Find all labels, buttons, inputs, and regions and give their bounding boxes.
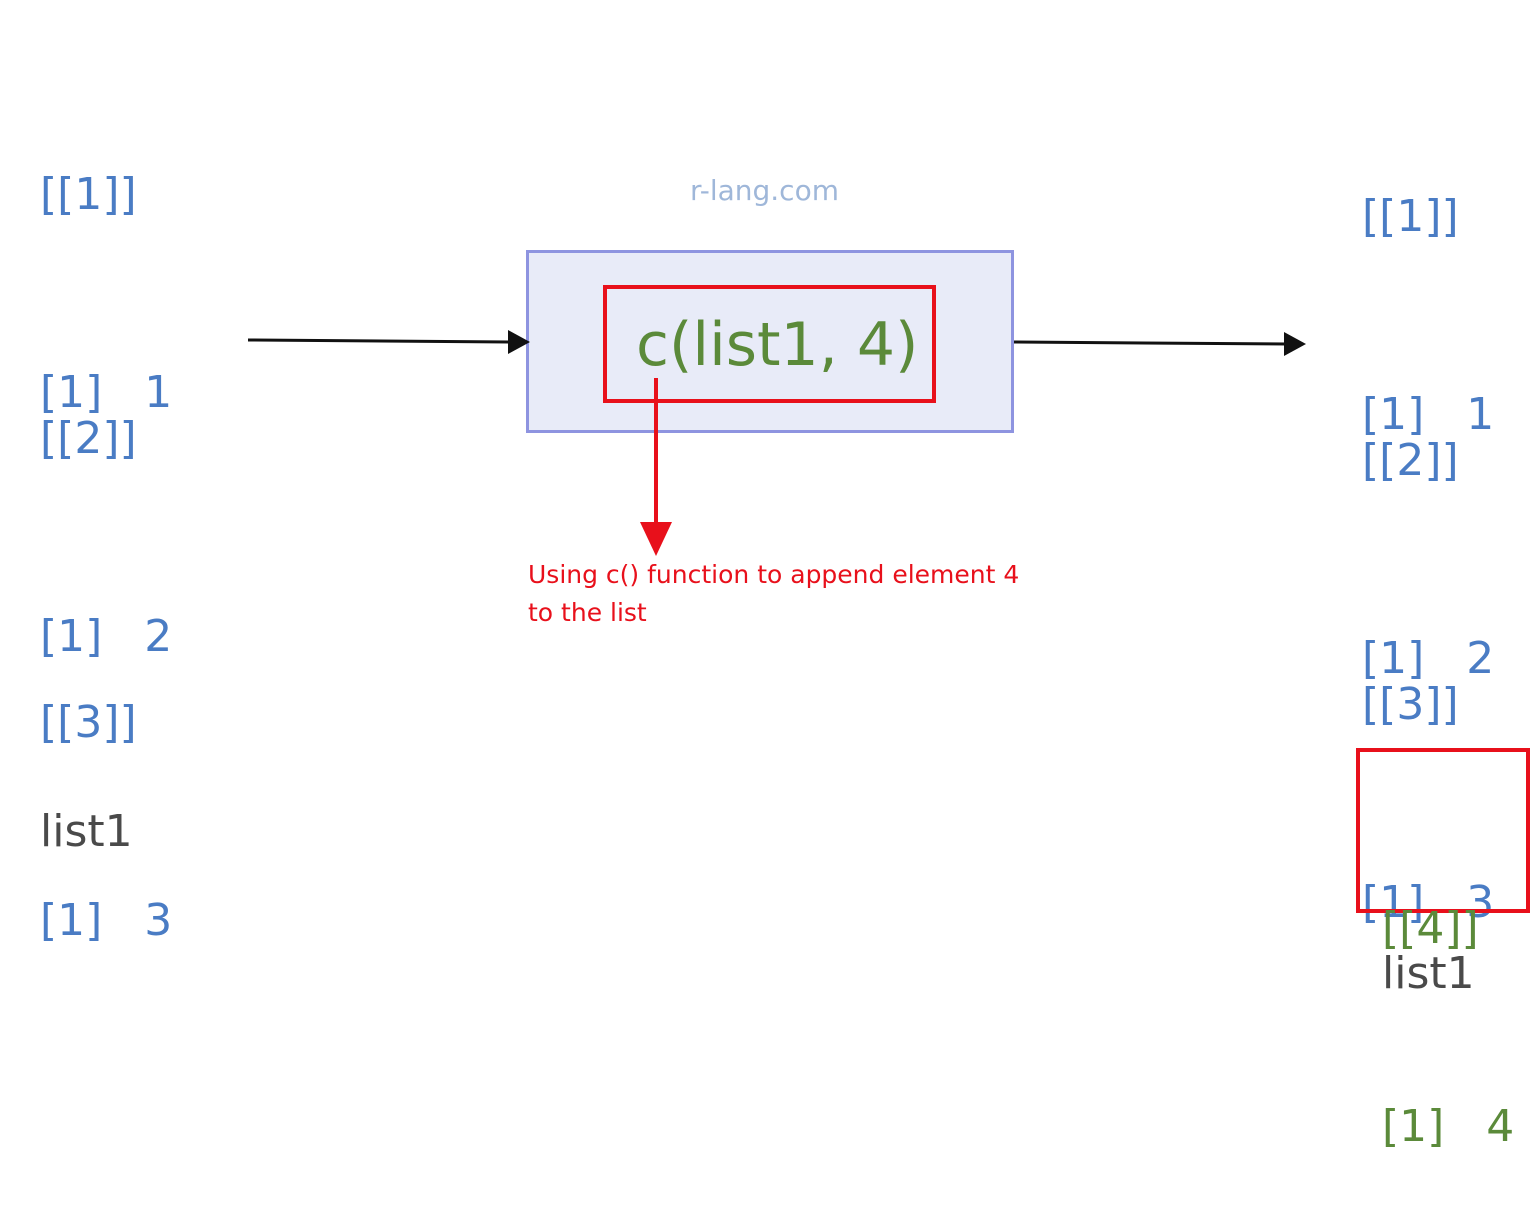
output-element-1-index: [[1]] [1362,191,1459,242]
input-element-2: [[2]] [1] 2 [40,274,172,736]
output-list-label: list1 [1382,948,1475,999]
input-element-3-index: [[3]] [40,697,137,748]
input-element-1-index: [[1]] [40,169,137,220]
output-new-element-index: [[4]] [1382,903,1479,954]
input-arrow-line [247,338,513,344]
input-element-3-value: [1] 3 [40,895,173,946]
input-arrowhead [508,330,530,354]
output-element-3: [[3]] [1] 3 [1362,540,1494,1002]
function-highlight [603,285,936,403]
output-new-element-value: [1] 4 [1382,1101,1515,1152]
output-element-2: [[2]] [1] 2 [1362,296,1494,758]
output-element-1: [[1]] [1] 1 [1362,52,1494,514]
watermark: r-lang.com [690,174,839,207]
output-element-2-value: [1] 2 [1362,633,1495,684]
output-element-3-value: [1] 3 [1362,877,1495,928]
output-element-3-index: [[3]] [1362,679,1459,730]
output-element-2-index: [[2]] [1362,435,1459,486]
input-element-1-value: [1] 1 [40,367,173,418]
function-note: Using c() function to append element 4 t… [528,560,1020,627]
output-arrowhead [1284,332,1306,356]
output-arrow-line [1013,340,1289,346]
new-element-highlight [1356,748,1530,913]
arrows [247,330,1306,556]
input-element-1: [[1]] [1] 1 [40,30,172,492]
input-element-2-index: [[2]] [40,413,137,464]
note-arrowhead [640,522,672,556]
input-element-2-value: [1] 2 [40,611,173,662]
input-element-3: [[3]] [1] 3 [40,558,172,1020]
input-list-label: list1 [40,806,133,857]
output-element-1-value: [1] 1 [1362,389,1495,440]
function-code: c(list1, 4) [636,310,919,380]
